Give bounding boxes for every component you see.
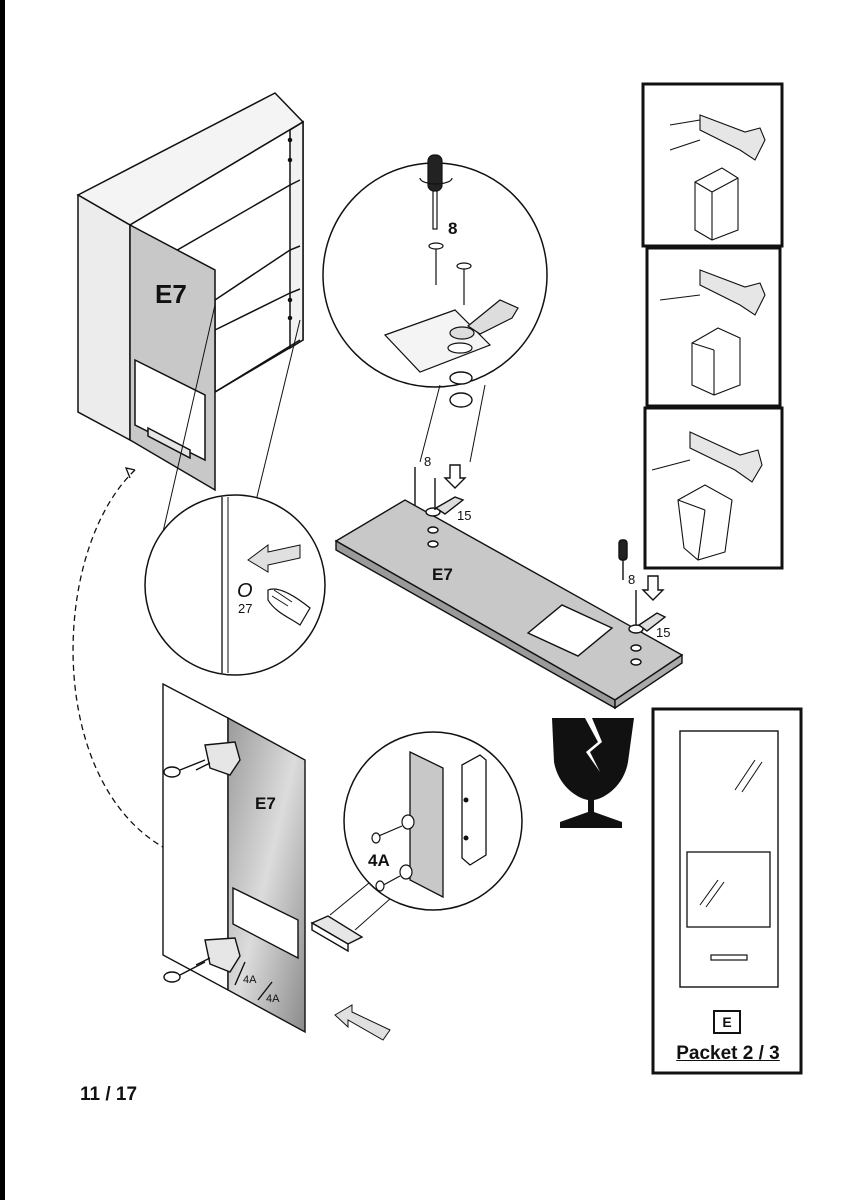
hand-icon bbox=[267, 588, 311, 626]
cabinet-assembly bbox=[76, 92, 305, 492]
board-hinge-right: 15 bbox=[656, 625, 670, 640]
door-panel-label: E7 bbox=[255, 794, 276, 813]
door-detail-circle bbox=[144, 304, 326, 676]
packet-letter-badge: E bbox=[713, 1010, 741, 1034]
zoom-handle-screw-label: 4A bbox=[368, 851, 390, 870]
screwdriver-icon bbox=[419, 154, 453, 230]
insert-arrow-icon bbox=[334, 1004, 391, 1041]
zoom-screw-number: 8 bbox=[448, 219, 457, 238]
door-screw-label-a: 4A bbox=[243, 974, 257, 986]
cabinet-door-label: E7 bbox=[155, 279, 187, 309]
step-count-label: 27 bbox=[238, 601, 252, 616]
hinge-icon bbox=[449, 299, 519, 340]
hinge-adjustment-panels bbox=[641, 82, 784, 570]
board-screw-left: 8 bbox=[424, 454, 431, 469]
door-panel-board bbox=[334, 464, 684, 710]
page-edge-bar bbox=[0, 0, 5, 1200]
handle-zoom-circle bbox=[329, 731, 523, 931]
hinge-zoom-circle bbox=[322, 154, 548, 463]
packet-box bbox=[651, 707, 803, 1075]
packet-title: Packet 2 / 3 bbox=[676, 1043, 780, 1064]
board-screw-right: 8 bbox=[628, 572, 635, 587]
board-hinge-left: 15 bbox=[457, 508, 471, 523]
fragile-glass-icon bbox=[552, 718, 634, 828]
arrow-icon bbox=[247, 544, 301, 573]
page-number: 11 / 17 bbox=[80, 1084, 138, 1105]
board-panel-label: E7 bbox=[432, 565, 453, 584]
door-assembly-bottom bbox=[162, 682, 364, 1034]
door-screw-label-b: 4A bbox=[266, 993, 280, 1005]
step-symbol: O bbox=[237, 580, 253, 602]
